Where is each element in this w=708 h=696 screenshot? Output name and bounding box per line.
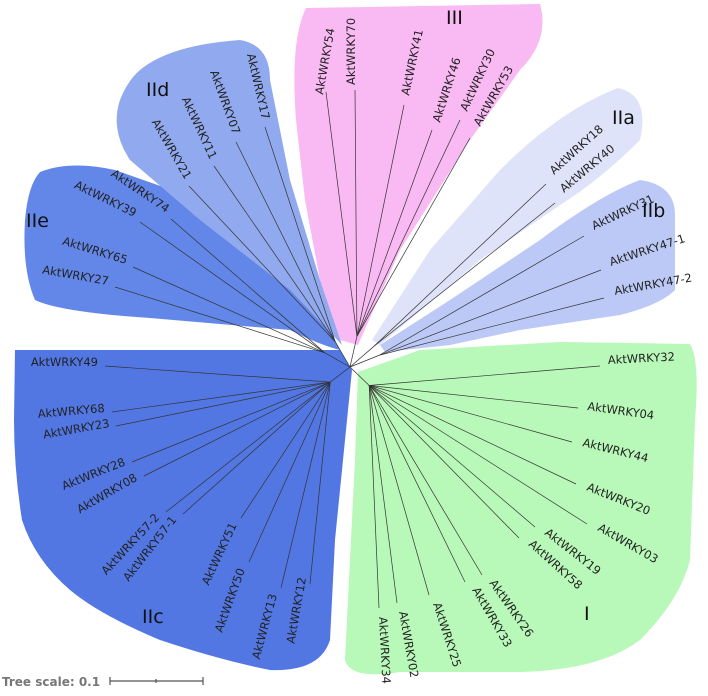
- branch-aktwrky57-2: [165, 381, 331, 513]
- branch-aktwrky12: [309, 382, 331, 585]
- clade-region-iic: [14, 350, 352, 671]
- branch-aktwrky30: [356, 119, 461, 337]
- branch-aktwrky07: [235, 141, 336, 342]
- clade-label-iii: III: [446, 7, 463, 29]
- branch-aktwrky04: [369, 385, 579, 409]
- branch-aktwrky17: [264, 126, 336, 342]
- leaf-label-aktwrky68: AktWRKY68: [37, 401, 105, 421]
- clade-region-iid: [116, 40, 343, 345]
- branch-aktwrky41: [356, 104, 405, 337]
- branch-aktwrky33: [368, 385, 466, 583]
- branch-aktwrky19: [368, 385, 536, 528]
- branch-aktwrky25: [368, 385, 430, 596]
- branch-aktwrky58: [368, 385, 520, 539]
- branch-aktwrky74: [170, 218, 325, 354]
- clade-region-i: [345, 342, 697, 675]
- branch-aktwrky08: [143, 381, 331, 477]
- tree-scale-bar: Tree scale: 0.1: [2, 675, 204, 689]
- branch-aktwrky50: [248, 381, 331, 563]
- branch-aktwrky02: [368, 385, 398, 604]
- branch-stem-i: [349, 366, 370, 386]
- clade-region-iib: [380, 180, 675, 352]
- branch-aktwrky53: [356, 137, 471, 337]
- branch-aktwrky49: [104, 365, 331, 383]
- clade-label-iia: IIa: [612, 107, 635, 129]
- branch-aktwrky27: [114, 286, 325, 354]
- branch-aktwrky20: [369, 385, 577, 485]
- branch-aktwrky03: [369, 385, 588, 525]
- branch-aktwrky23: [115, 381, 331, 427]
- branch-aktwrky39: [139, 221, 325, 354]
- branch-aktwrky68: [111, 381, 331, 413]
- branch-aktwrky57-1: [182, 381, 331, 515]
- branch-stem-iii: [349, 336, 358, 368]
- branch-stem-iid: [334, 341, 351, 368]
- clade-label-iid: IId: [146, 79, 169, 101]
- clade-region-iie: [24, 165, 340, 350]
- branch-aktwrky18: [373, 183, 547, 347]
- branch-stem-iib: [349, 354, 380, 368]
- clade-label-iic: IIc: [142, 606, 164, 628]
- branch-aktwrky47-1: [379, 269, 602, 356]
- leaf-label-aktwrky49: AktWRKY49: [31, 355, 98, 369]
- tree-branches: [104, 89, 605, 609]
- leaf-label-aktwrky32: AktWRKY32: [607, 349, 675, 366]
- leaf-label-aktwrky70: AktWRKY70: [344, 18, 358, 85]
- branch-aktwrky34: [368, 385, 380, 609]
- branch-stem-iic: [330, 366, 351, 383]
- branch-aktwrky54: [325, 91, 358, 337]
- branch-stem-iie: [324, 352, 351, 368]
- branch-aktwrky31: [379, 235, 585, 356]
- branch-aktwrky21: [188, 185, 336, 342]
- branch-aktwrky13: [280, 382, 331, 589]
- leaf-label-aktwrky34: AktWRKY34: [376, 616, 393, 684]
- branch-aktwrky51: [240, 381, 331, 519]
- branch-stem-iia: [349, 345, 375, 368]
- clade-label-iie: IIe: [26, 210, 49, 232]
- branch-aktwrky26: [368, 385, 483, 576]
- branch-aktwrky11: [213, 165, 336, 342]
- branch-aktwrky28: [131, 381, 331, 463]
- branch-aktwrky32: [369, 365, 601, 386]
- branch-aktwrky47-2: [379, 297, 605, 356]
- tree-scale-label: Tree scale: 0.1: [2, 675, 100, 689]
- clade-region-iia: [372, 88, 643, 345]
- branch-aktwrky70: [354, 89, 358, 337]
- branch-aktwrky46: [356, 129, 433, 337]
- clade-label-i: I: [584, 603, 590, 625]
- branch-aktwrky65: [132, 266, 325, 354]
- clade-label-iib: IIb: [642, 200, 665, 222]
- branch-aktwrky40: [373, 202, 556, 347]
- branch-aktwrky44: [369, 385, 573, 443]
